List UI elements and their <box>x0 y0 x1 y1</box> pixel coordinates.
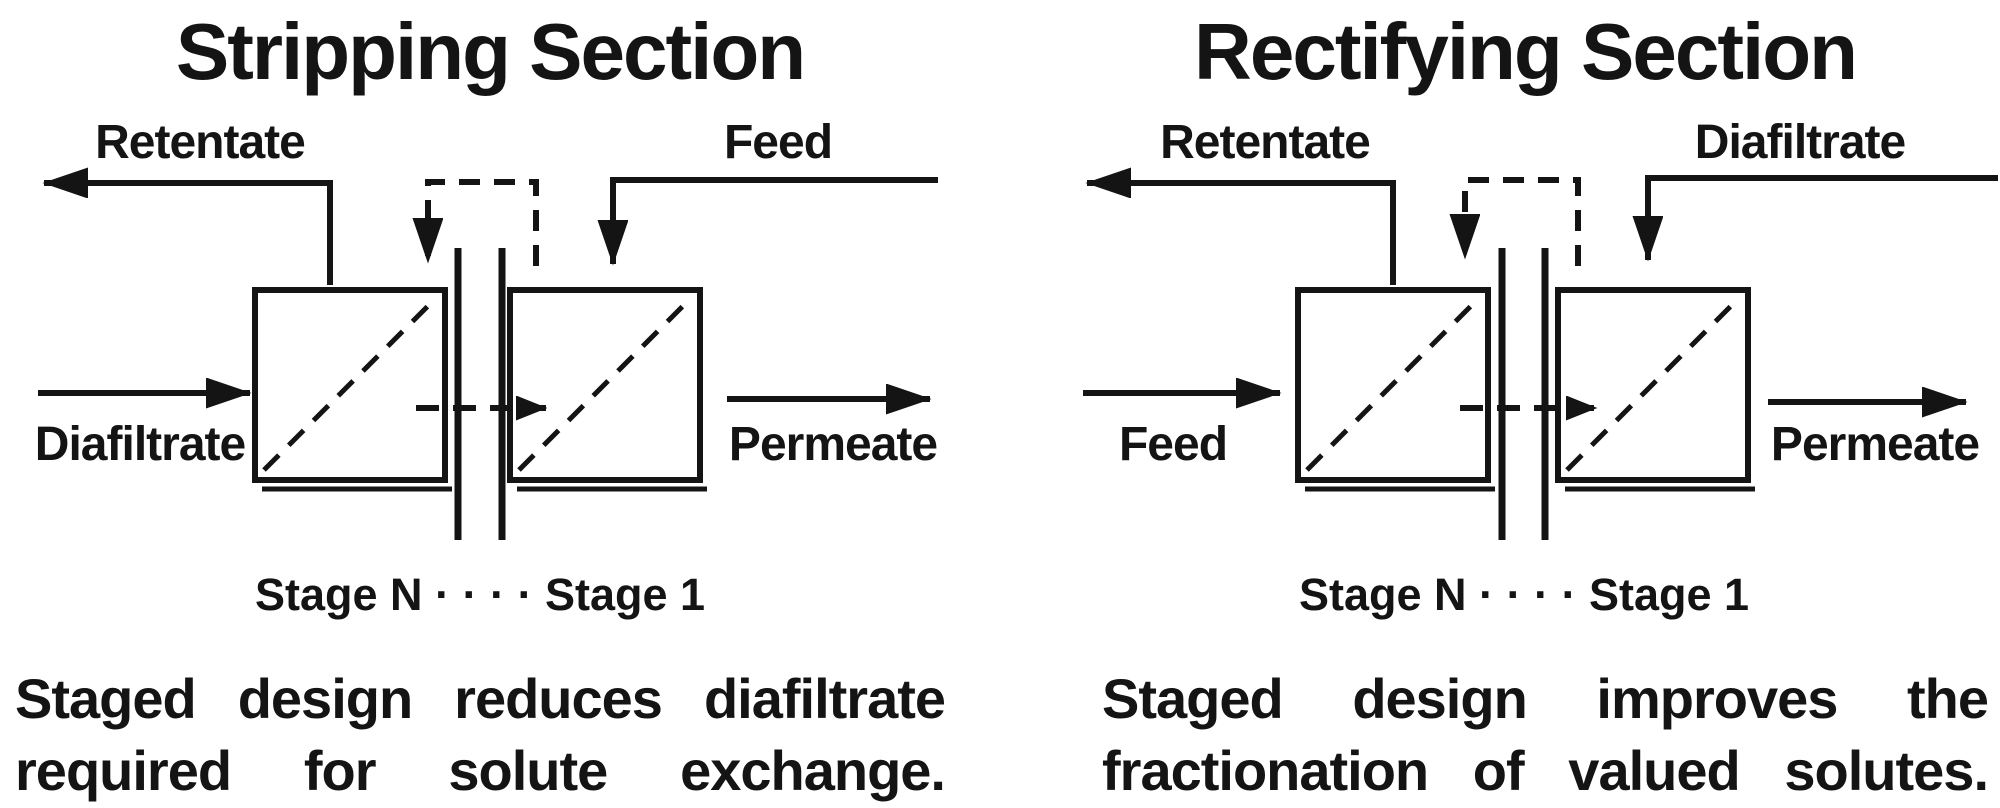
rectifying-section-title: Rectifying Section <box>1194 7 1858 96</box>
stripping-retentate-label: Retentate <box>95 116 306 169</box>
rectifying-retentate-label: Retentate <box>1160 116 1371 169</box>
feed-arrow <box>613 177 938 264</box>
stripping-caption: Staged design reduces diafiltrate requir… <box>15 663 946 807</box>
stage-n-membrane-diagonal <box>262 296 438 472</box>
stripping-stage-line: Stage N · · · · Stage 1 <box>254 569 706 620</box>
retentate-arrow <box>44 183 333 285</box>
rectifying-diagram <box>1083 178 1998 540</box>
stripping-caption-line-2: required for solute exchange. <box>15 739 946 802</box>
rectifying-feed-label: Feed <box>1118 418 1228 471</box>
rectifying-caption: Staged design improves the fractionation… <box>1102 663 1989 807</box>
diafiltrate-feed-arrow <box>1648 175 1998 260</box>
stage-1-membrane-diagonal <box>1565 296 1741 472</box>
rectifying-caption-line-2: fractionation of valued solutes. <box>1102 739 1989 802</box>
rectifying-caption-line-1: Staged design improves the <box>1102 667 1989 730</box>
rectifying-stage-line: Stage N · · · · Stage 1 <box>1298 569 1750 620</box>
stage-n-membrane-diagonal <box>1305 296 1481 472</box>
stripping-feed-label: Feed <box>723 116 833 169</box>
recycle-dashed-loop <box>1465 177 1581 266</box>
stage-1-membrane-diagonal <box>517 296 693 472</box>
retentate-arrow <box>1087 183 1396 285</box>
rectifying-permeate-label: Permeate <box>1770 418 1980 471</box>
stripping-caption-line-1: Staged design reduces diafiltrate <box>15 667 946 730</box>
stripping-section-title: Stripping Section <box>175 7 806 96</box>
recycle-dashed-loop <box>428 179 539 266</box>
stripping-diafiltrate-label: Diafiltrate <box>34 418 246 471</box>
rectifying-diafiltrate-label: Diafiltrate <box>1694 116 1906 169</box>
stripping-permeate-label: Permeate <box>728 418 938 471</box>
stripping-diagram <box>38 180 938 540</box>
